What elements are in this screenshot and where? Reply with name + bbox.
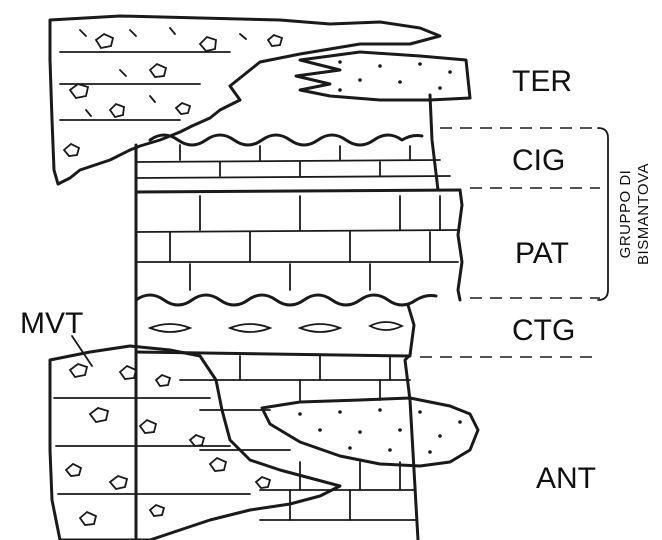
unit-label-ant: ANT [536,462,596,495]
ant-sandstone-lens [262,398,478,466]
group-label-line1: GRUPPO DI [617,170,634,259]
pat-bedding-lines [136,196,458,290]
ter-sandstone-dots [338,60,452,92]
ter-sandstone-wedges [296,52,470,100]
unit-label-cig: CIG [512,144,565,177]
cig-bedding-lines [136,145,450,178]
unit-label-mvt: MVT [20,307,83,340]
cig-bottom-boundary [136,190,460,192]
mvt-breccia-pattern [54,364,270,525]
unit-label-ter: TER [512,65,572,98]
pat-bottom-wavy-boundary [136,295,436,305]
group-label-line2: BISMANTOVA [635,163,652,265]
ctg-lenses [150,322,402,332]
group-bracket [598,128,608,300]
ant-sandstone-dots [298,408,462,454]
unit-label-pat: PAT [515,237,569,270]
mvt-breccia-body [50,346,340,540]
group-label: GRUPPO DI BISMANTOVA [617,163,652,265]
unit-label-ctg: CTG [512,314,575,347]
cig-top-wavy-boundary [150,135,422,145]
